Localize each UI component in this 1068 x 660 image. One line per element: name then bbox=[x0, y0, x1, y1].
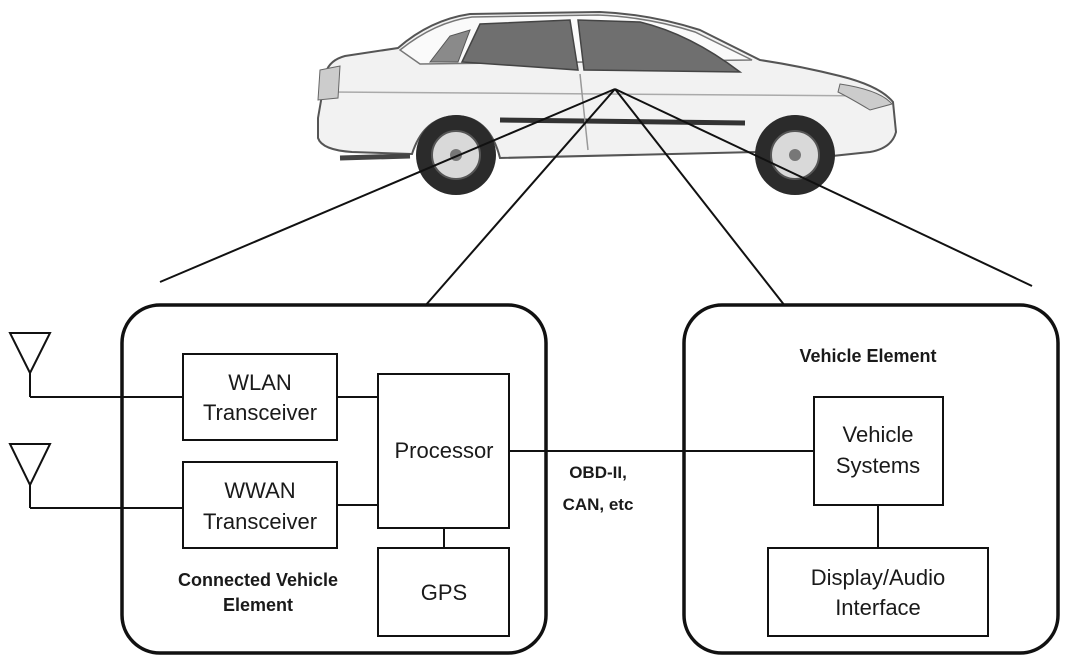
processor-label: Processor bbox=[394, 438, 493, 463]
rear-wheel bbox=[416, 115, 496, 195]
link-label-line1: OBD-II, bbox=[569, 463, 627, 482]
vehicle-systems-box bbox=[813, 396, 944, 506]
vehicle-systems-line2: Systems bbox=[836, 453, 920, 478]
gps-box bbox=[377, 547, 510, 637]
wlan-label-line1: WLAN bbox=[228, 370, 292, 395]
antenna-icon bbox=[8, 443, 183, 509]
wwan-label-line2: Transceiver bbox=[203, 509, 317, 534]
vehicle-element-title: Vehicle Element bbox=[799, 346, 936, 366]
connected-vehicle-title-line2: Element bbox=[223, 595, 293, 615]
connected-vehicle-title-line1: Connected Vehicle bbox=[178, 570, 338, 590]
connected-vehicle-element-box bbox=[120, 303, 548, 655]
gps-label: GPS bbox=[421, 580, 467, 605]
link-label-line2: CAN, etc bbox=[563, 495, 634, 514]
wlan-transceiver-box bbox=[182, 353, 338, 441]
connector-lines bbox=[159, 88, 1033, 307]
display-audio-line1: Display/Audio bbox=[811, 565, 946, 590]
front-wheel bbox=[755, 115, 835, 195]
display-audio-box bbox=[767, 547, 989, 637]
wwan-transceiver-box bbox=[182, 461, 338, 549]
vehicle-element-box bbox=[682, 303, 1060, 655]
car-illustration bbox=[317, 10, 898, 195]
wwan-label-line1: WWAN bbox=[224, 478, 295, 503]
antenna-icon bbox=[8, 332, 183, 398]
display-audio-line2: Interface bbox=[835, 595, 921, 620]
vehicle-systems-line1: Vehicle bbox=[843, 422, 914, 447]
internal-links bbox=[337, 396, 879, 548]
wlan-label-line2: Transceiver bbox=[203, 400, 317, 425]
